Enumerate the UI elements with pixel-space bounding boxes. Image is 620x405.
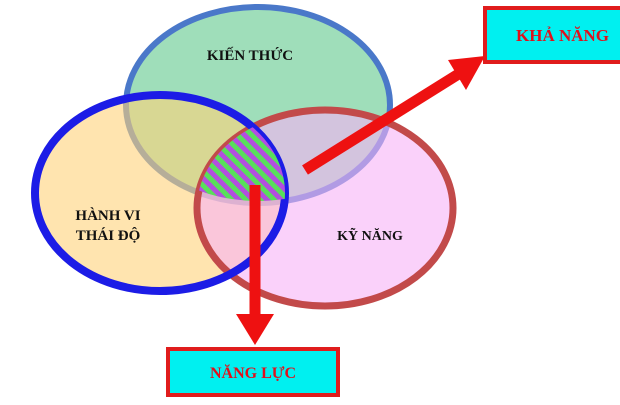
capability-box: KHẢ NĂNG <box>483 6 620 64</box>
arrow-to-capability <box>302 56 485 175</box>
knowledge-label: KIẾN THỨC <box>207 47 293 64</box>
skills-label: KỸ NĂNG <box>337 226 403 244</box>
arrow-to-competence <box>236 185 274 345</box>
capability-label: KHẢ NĂNG <box>516 26 609 45</box>
behavior-label-line1: HÀNH VI <box>75 207 140 224</box>
behavior-label-line2: THÁI ĐỘ <box>76 227 141 244</box>
competence-label: NĂNG LỰC <box>210 363 296 382</box>
competence-box: NĂNG LỰC <box>166 347 340 397</box>
